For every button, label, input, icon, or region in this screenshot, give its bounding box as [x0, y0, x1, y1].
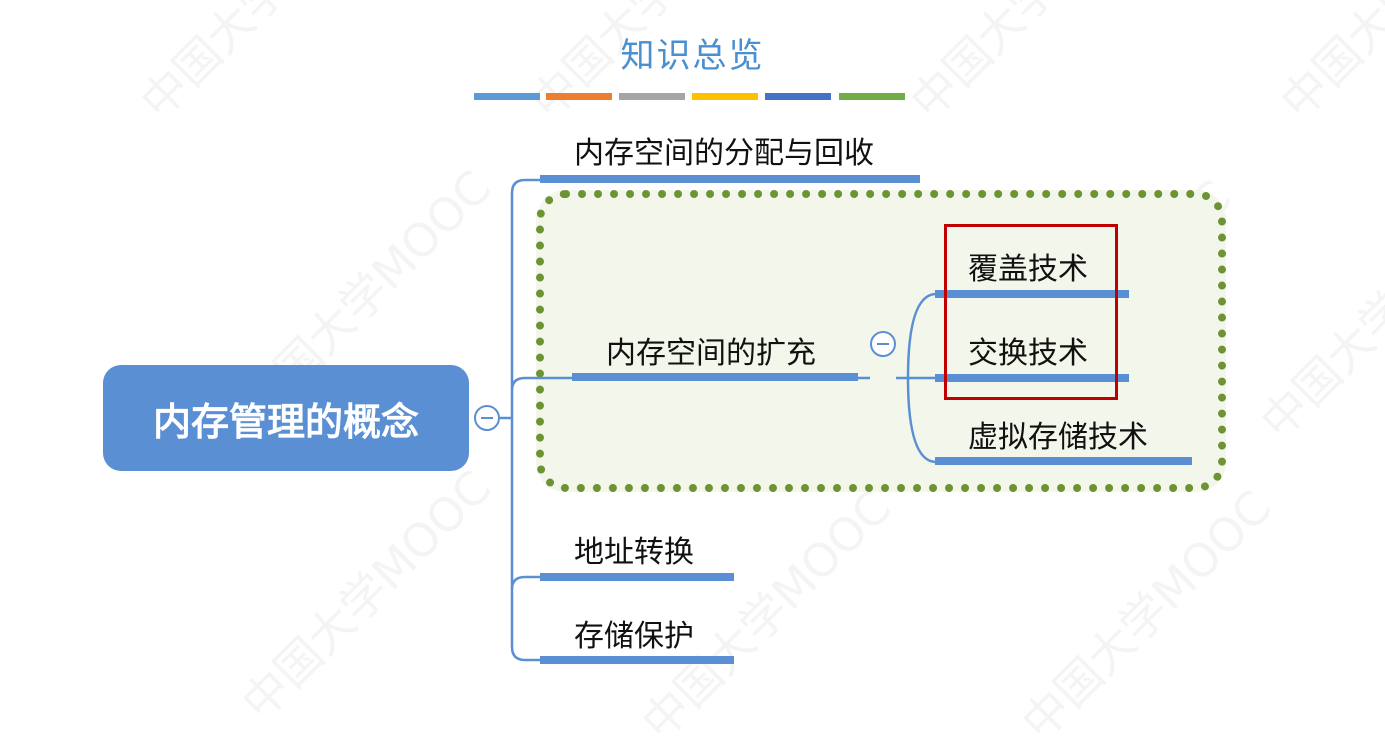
root-node[interactable]: 内存管理的概念 — [103, 365, 469, 471]
page-title: 知识总览 — [620, 36, 765, 76]
highlight-box — [944, 224, 1118, 400]
accent-stripe — [619, 93, 685, 100]
accent-stripe — [692, 93, 758, 100]
child-underline — [935, 374, 1129, 382]
branch-label-protection: 存储保护 — [574, 619, 694, 654]
child-label-swapping: 交换技术 — [968, 336, 1088, 371]
accent-stripe — [546, 93, 612, 100]
connector-lines — [500, 178, 936, 662]
child-underline — [935, 290, 1129, 298]
branch-underline — [540, 175, 920, 183]
accent-stripe — [839, 93, 905, 100]
branch-underline — [540, 656, 734, 664]
root-collapse-icon[interactable] — [474, 405, 500, 431]
branch-label-address-translation: 地址转换 — [574, 535, 694, 570]
branch-underline — [540, 573, 734, 581]
accent-stripe — [765, 93, 831, 100]
accent-stripe — [474, 93, 540, 100]
branch-label-expansion: 内存空间的扩充 — [606, 336, 816, 371]
branch-label-allocation: 内存空间的分配与回收 — [574, 136, 874, 171]
child-underline — [935, 457, 1192, 465]
child-label-overlay: 覆盖技术 — [968, 252, 1088, 287]
branch-underline — [572, 373, 858, 381]
root-label: 内存管理的概念 — [152, 399, 419, 444]
expansion-collapse-icon[interactable] — [870, 331, 896, 357]
child-label-virtual-memory: 虚拟存储技术 — [968, 420, 1148, 455]
